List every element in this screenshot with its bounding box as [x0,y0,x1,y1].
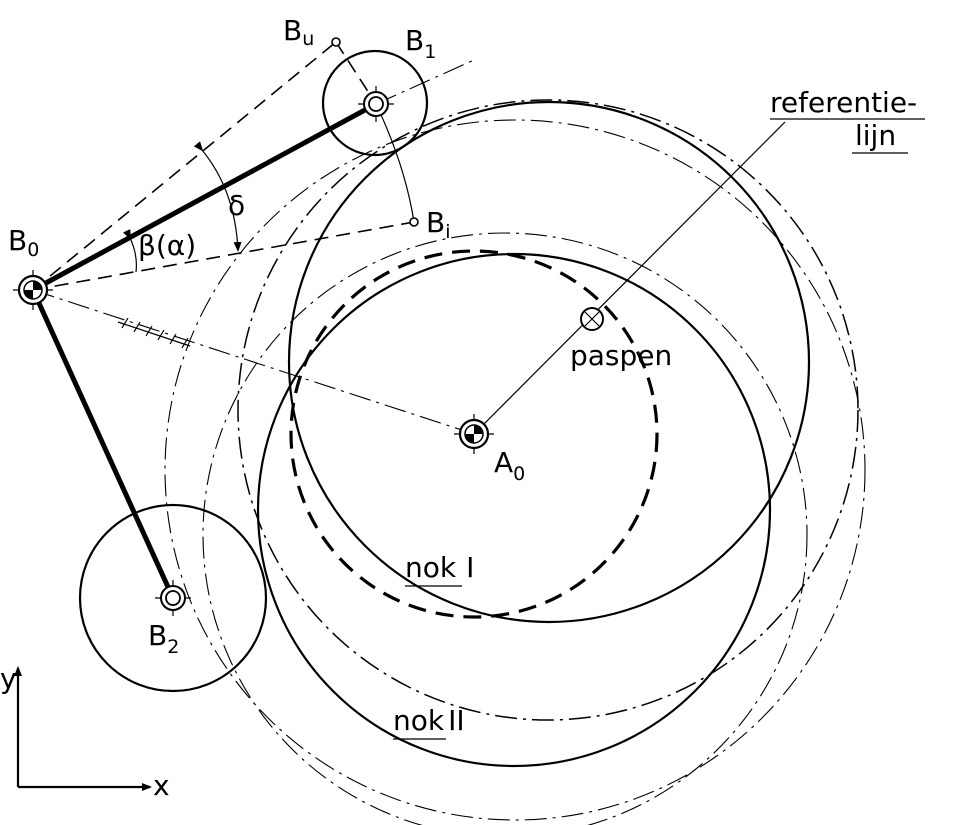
arc-b1-bi [375,103,415,223]
reference-line [473,121,786,435]
label-beta: β(α) [138,229,196,262]
pitch-circle-medium [164,119,866,821]
label-a0: A0 [494,446,525,485]
arm-b0-b2 [30,288,176,600]
label-referentie: referentie- [770,86,917,119]
roller-b2 [78,503,268,693]
label-paspen: paspen [570,339,672,372]
dowel-pin [580,307,604,331]
label-axis-y: y [0,662,17,695]
beta-angle-arc [122,229,137,273]
cam-nok-1 [287,100,811,624]
label-b0: B0 [8,224,39,261]
joint-b2 [155,580,191,616]
delta-angle-arc [193,141,242,252]
point-bu [331,37,341,47]
pitch-circle-small [202,232,808,825]
label-bu: Bu [283,14,314,50]
pivot-b0 [13,270,53,310]
ground-hatching [117,317,191,349]
label-delta: δ [228,189,245,222]
joint-b1 [358,86,394,122]
label-axis-x: x [153,769,170,802]
pivot-a0 [454,414,494,454]
base-circle-dashed [289,249,659,619]
arm-b0-b1 [31,101,378,293]
line-b1-centre [375,59,475,105]
label-bi: Bi [426,206,451,243]
label-b1: B1 [405,24,436,63]
label-lijn: lijn [855,119,896,152]
label-b2: B2 [148,619,179,658]
pitch-circle-large [237,99,859,721]
point-bi [409,217,419,227]
line-b0-bi [32,221,415,291]
line-bu-b1 [335,41,377,105]
roller-b1 [321,49,429,157]
line-b0-a0 [32,289,475,435]
